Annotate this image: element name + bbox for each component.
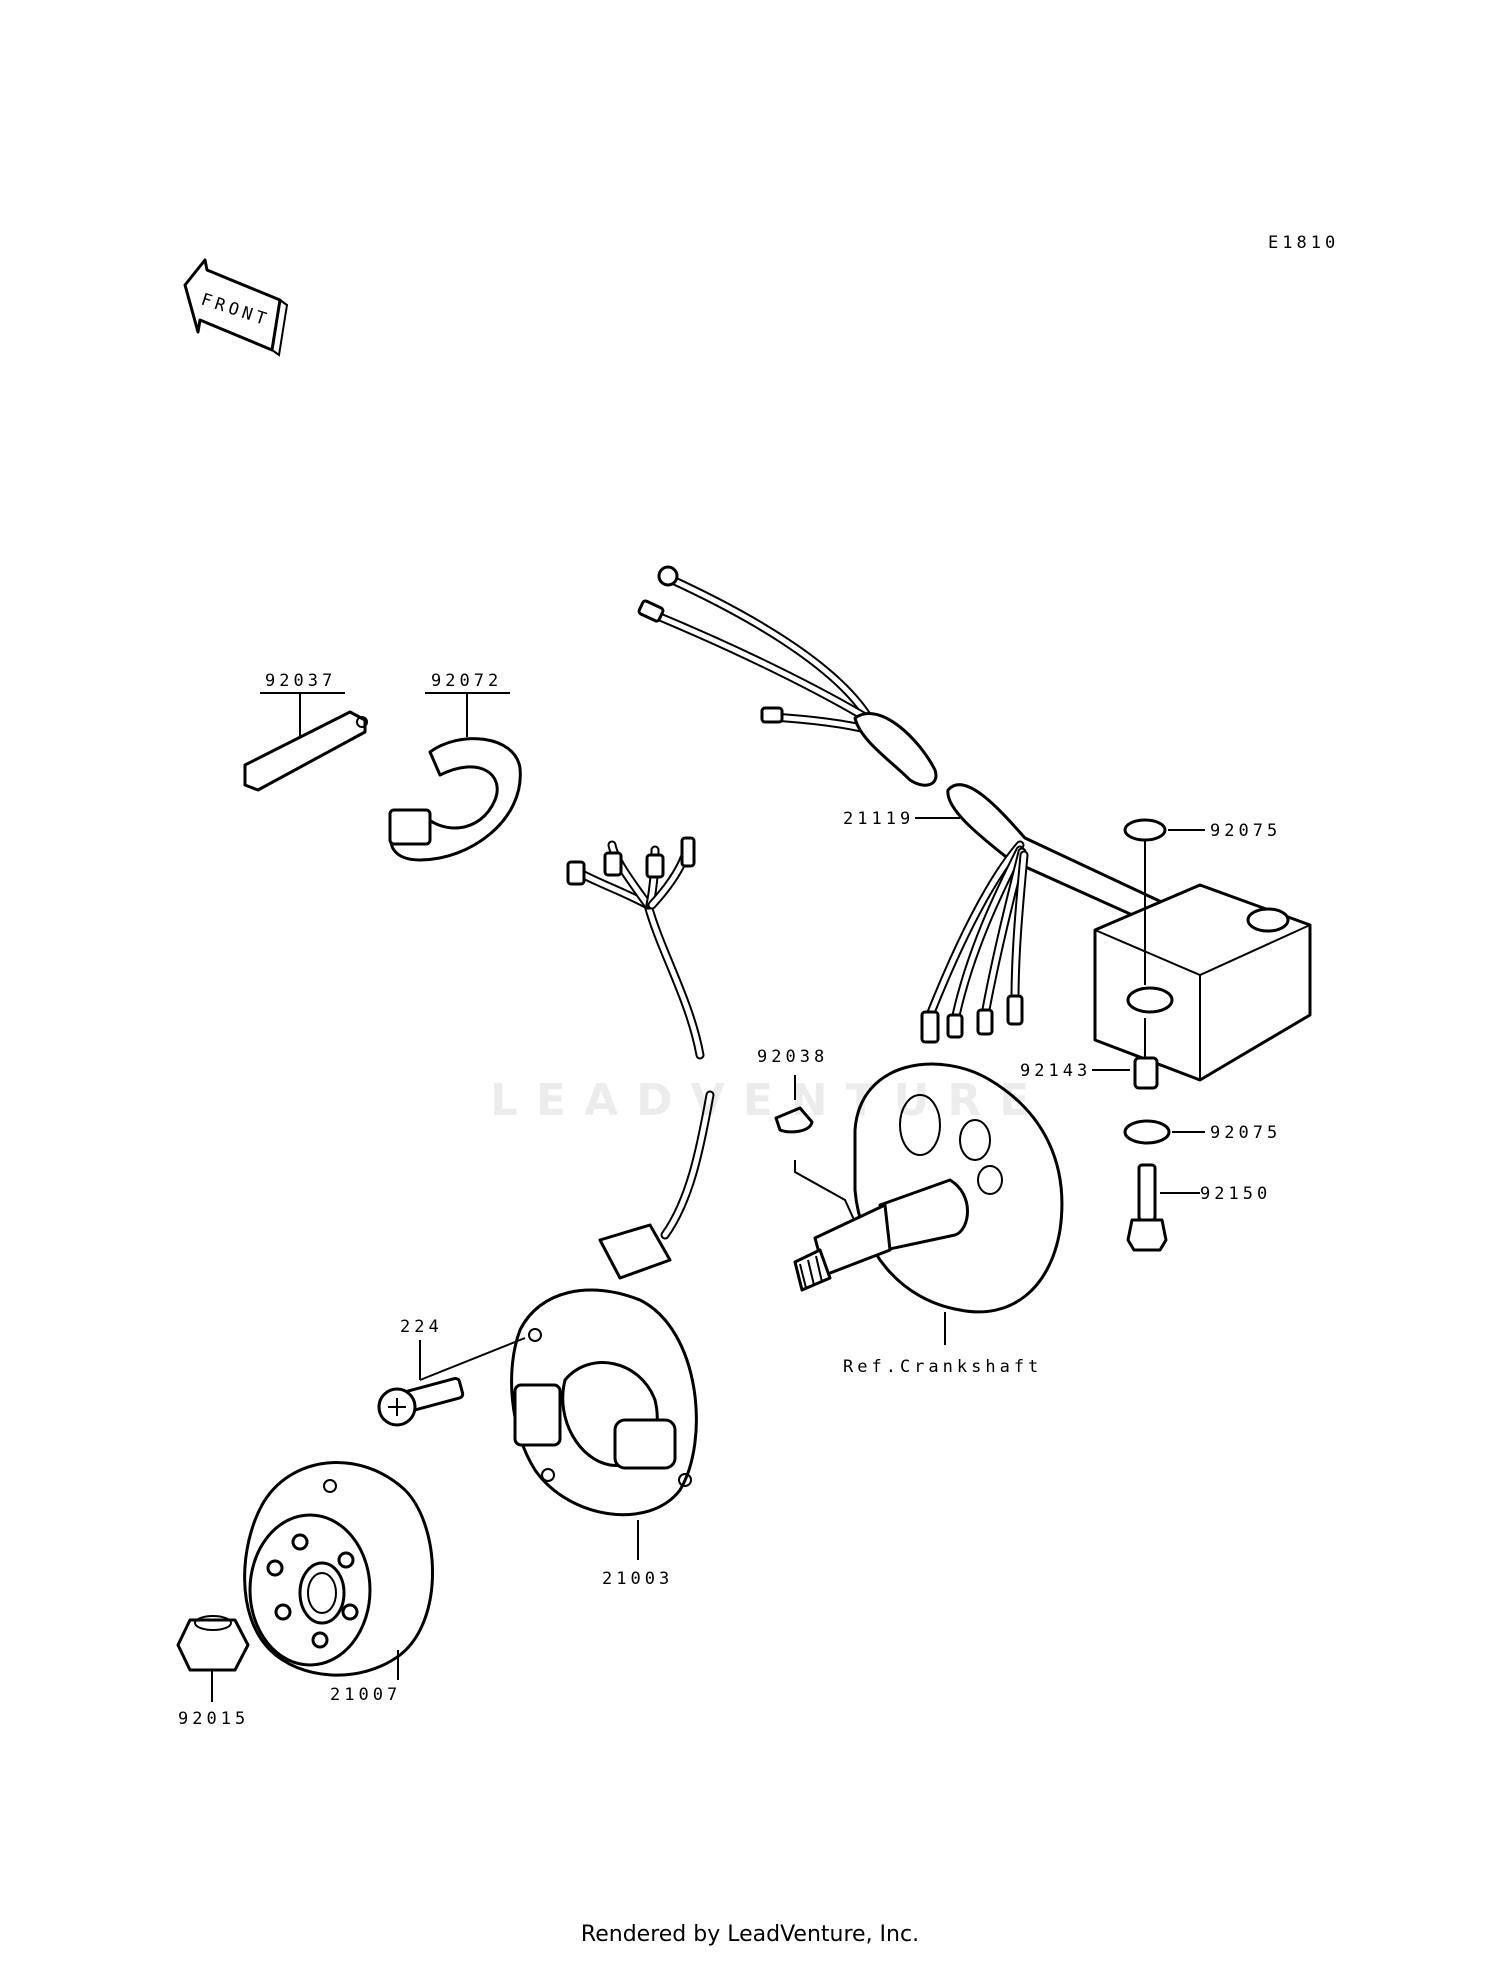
label-224: 224	[400, 1317, 443, 1337]
part-92143-collar	[1133, 1056, 1159, 1090]
diagram-code: E1810	[1268, 233, 1339, 253]
label-21119: 21119	[843, 809, 914, 829]
part-92075-top-grommet	[1123, 818, 1167, 842]
part-92015-nut	[176, 1615, 250, 1672]
front-arrow-icon: FRONT	[183, 258, 289, 357]
part-224-screw	[377, 1376, 465, 1427]
part-92150-bolt	[1126, 1163, 1168, 1252]
label-92143: 92143	[1020, 1061, 1091, 1081]
part-cdi-unit	[1093, 883, 1312, 1082]
label-92072: 92072	[431, 671, 502, 691]
part-crankshaft-ref	[793, 1062, 1064, 1314]
part-21119-harness	[637, 565, 1202, 1044]
part-21007-flywheel	[243, 1461, 434, 1677]
part-92037-strap	[243, 710, 368, 792]
label-ref-crankshaft: Ref.Crankshaft	[843, 1357, 1042, 1377]
label-92015: 92015	[178, 1709, 249, 1729]
watermark: LEADVENTURE	[490, 1075, 1048, 1126]
label-92150: 92150	[1200, 1184, 1271, 1204]
label-21003: 21003	[602, 1569, 673, 1589]
label-21007: 21007	[330, 1685, 401, 1705]
label-92037: 92037	[265, 671, 336, 691]
label-92038: 92038	[757, 1047, 828, 1067]
part-21003-stator	[510, 836, 715, 1517]
label-92075-bottom: 92075	[1210, 1123, 1281, 1143]
part-92075-bottom-grommet	[1123, 1119, 1171, 1145]
label-92075-top: 92075	[1210, 821, 1281, 841]
footer-credit: Rendered by LeadVenture, Inc.	[580, 1922, 920, 1947]
part-92038-key	[774, 1106, 814, 1134]
part-92072-clamp	[388, 737, 522, 862]
